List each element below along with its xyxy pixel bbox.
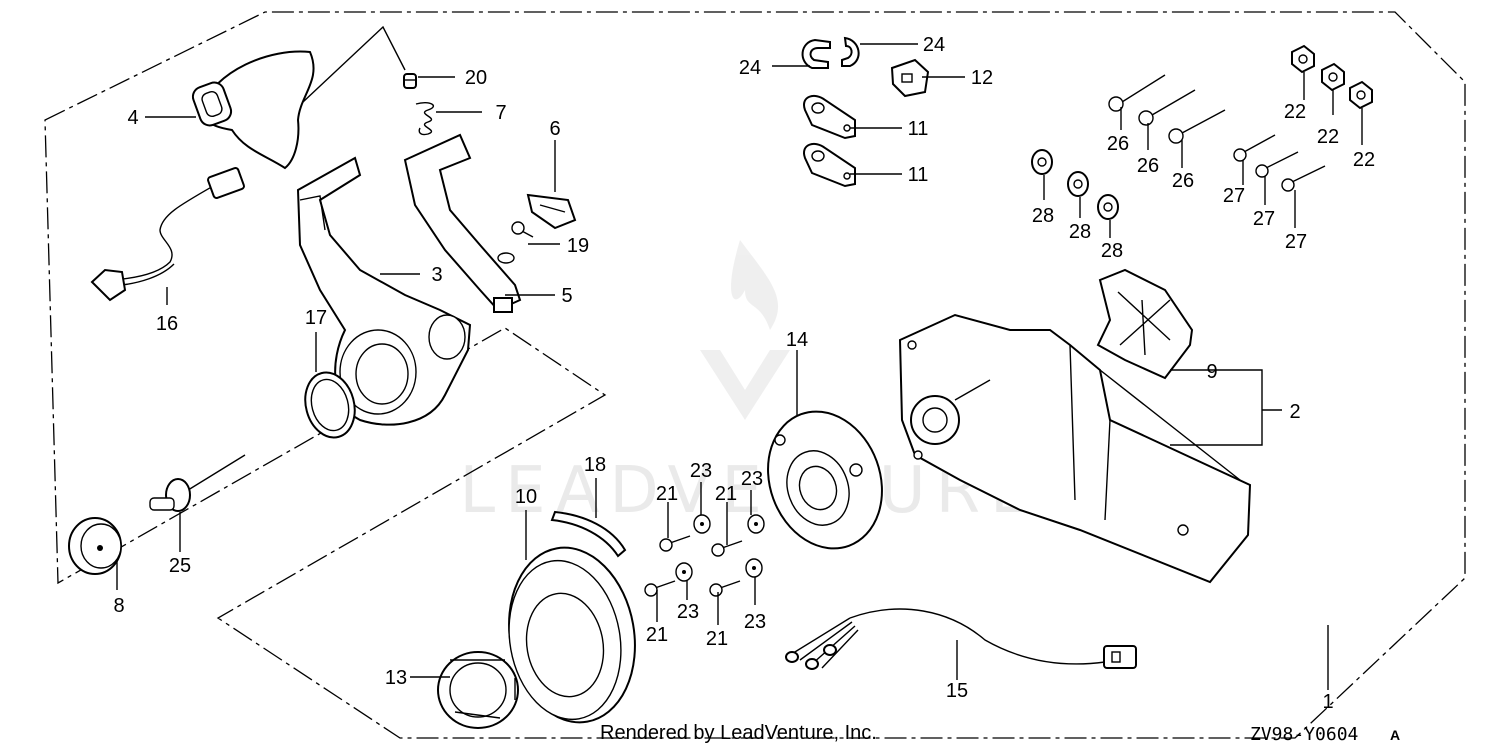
callout-8: 8 xyxy=(113,595,124,617)
remote-control-housing xyxy=(898,313,1252,584)
link-11-top xyxy=(803,94,856,140)
callout-11-top: 11 xyxy=(908,118,929,140)
e-clips xyxy=(801,36,860,69)
callout-28-c: 28 xyxy=(1101,240,1123,262)
callout-26-c: 26 xyxy=(1172,170,1194,192)
washers-23 xyxy=(675,514,765,582)
callout-28-b: 28 xyxy=(1069,221,1091,243)
callout-16: 16 xyxy=(156,313,178,335)
shift-lever-arm xyxy=(403,133,522,313)
callout-17: 17 xyxy=(305,307,327,329)
callout-4: 4 xyxy=(127,107,138,129)
callout-15: 15 xyxy=(946,680,968,702)
screws-27 xyxy=(1233,134,1326,192)
gasket-strip xyxy=(550,510,627,558)
callout-5: 5 xyxy=(561,285,572,307)
callout-21-a: 21 xyxy=(656,483,678,505)
callout-1: 1 xyxy=(1322,691,1333,713)
callout-6: 6 xyxy=(549,118,560,140)
detent-plate xyxy=(767,410,883,550)
slider-block xyxy=(890,58,930,98)
callout-3: 3 xyxy=(431,264,442,286)
spring xyxy=(415,101,434,136)
callout-13: 13 xyxy=(385,667,407,689)
mounting-gasket xyxy=(1096,268,1194,380)
callout-19: 19 xyxy=(567,235,589,257)
screw-21-d xyxy=(709,580,741,597)
nuts-22 xyxy=(1291,44,1373,110)
callout-27-a: 27 xyxy=(1223,185,1245,207)
callout-24-left: 24 xyxy=(739,57,761,79)
callout-23-c: 23 xyxy=(677,601,699,623)
wire-harness xyxy=(785,608,1137,670)
callout-14: 14 xyxy=(786,329,808,351)
screw-21-b xyxy=(711,540,743,557)
callout-22-c: 22 xyxy=(1353,149,1375,171)
handle-grip xyxy=(191,50,315,170)
o-ring xyxy=(304,371,356,439)
callout-23-b: 23 xyxy=(741,468,763,490)
callout-28-a: 28 xyxy=(1032,205,1054,227)
screws-21 xyxy=(644,535,743,597)
callout-11-bottom: 11 xyxy=(908,164,929,186)
callout-10: 10 xyxy=(515,486,537,508)
callout-21-c: 21 xyxy=(646,624,668,646)
callout-22-a: 22 xyxy=(1284,101,1306,123)
lever-plate xyxy=(526,193,577,230)
callout-labels: 4 20 7 6 19 5 3 17 16 25 8 18 10 13 14 1… xyxy=(113,34,1375,713)
callout-24-right: 24 xyxy=(923,34,945,56)
callout-25: 25 xyxy=(169,555,191,577)
switch-harness xyxy=(90,167,245,302)
callout-12: 12 xyxy=(971,67,993,89)
washers-28 xyxy=(1031,149,1119,220)
callout-7: 7 xyxy=(495,102,506,124)
diagram-revision: A xyxy=(1390,727,1400,743)
callout-22-b: 22 xyxy=(1317,126,1339,148)
pivot-shaft xyxy=(149,454,246,512)
footer-rendered-by: Rendered by LeadVenture, Inc. xyxy=(600,722,877,744)
callout-9: 9 xyxy=(1206,361,1217,383)
spring-screw xyxy=(403,73,417,89)
screw-21-a xyxy=(659,535,691,552)
callout-18: 18 xyxy=(584,454,606,476)
callout-20: 20 xyxy=(465,67,487,89)
callout-21-d: 21 xyxy=(706,628,728,650)
callout-26-a: 26 xyxy=(1107,133,1129,155)
callout-27-b: 27 xyxy=(1253,208,1275,230)
gear-ring xyxy=(437,651,519,729)
diagram-code: ZV98-Y0604 xyxy=(1250,724,1358,745)
callout-23-a: 23 xyxy=(690,460,712,482)
leader-lines xyxy=(116,25,1363,690)
callout-2: 2 xyxy=(1289,401,1300,423)
callout-23-d: 23 xyxy=(744,611,766,633)
callout-21-b: 21 xyxy=(715,483,737,505)
callout-27-c: 27 xyxy=(1285,231,1307,253)
housing-cover xyxy=(508,546,636,724)
callout-26-b: 26 xyxy=(1137,155,1159,177)
screw-21-c xyxy=(644,580,676,597)
control-lever xyxy=(296,156,472,426)
plug-cap xyxy=(68,517,122,575)
screws-26 xyxy=(1108,74,1226,144)
lever-screw xyxy=(497,221,534,264)
link-11-bottom xyxy=(803,142,856,188)
